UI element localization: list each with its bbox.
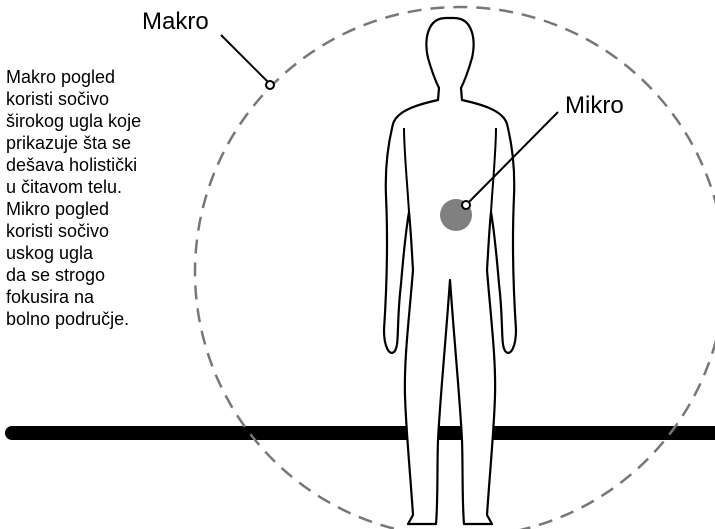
description-line: u čitavom telu. bbox=[6, 176, 196, 198]
description-line: uskog ugla bbox=[6, 242, 196, 264]
description-line: dešava holistički bbox=[6, 154, 196, 176]
description-line: Mikro pogled bbox=[6, 198, 196, 220]
micro-callout-dot bbox=[462, 201, 470, 209]
description-text: Makro pogled koristi sočivo širokog ugla… bbox=[6, 66, 196, 330]
human-body-outline-icon bbox=[384, 18, 516, 524]
description-line: bolno područje. bbox=[6, 308, 196, 330]
micro-label: Mikro bbox=[565, 94, 624, 118]
macro-callout-line bbox=[221, 35, 270, 84]
description-line: Makro pogled bbox=[6, 66, 196, 88]
macro-callout-dot bbox=[266, 81, 274, 89]
description-line: koristi sočivo bbox=[6, 88, 196, 110]
description-line: prikazuje šta se bbox=[6, 132, 196, 154]
description-line: koristi sočivo bbox=[6, 220, 196, 242]
macro-label: Makro bbox=[142, 10, 209, 34]
description-line: fokusira na bbox=[6, 286, 196, 308]
description-line: da se strogo bbox=[6, 264, 196, 286]
description-line: širokog ugla koje bbox=[6, 110, 196, 132]
